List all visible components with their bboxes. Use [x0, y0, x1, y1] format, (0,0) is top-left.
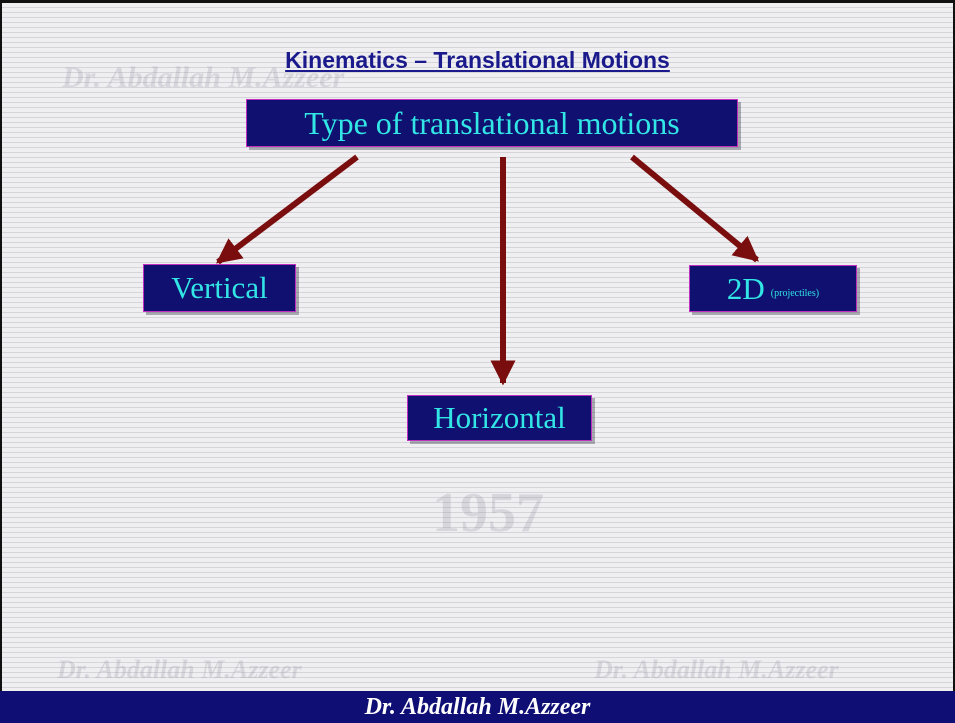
root-node-label: Type of translational motions: [304, 104, 680, 141]
horizontal-node-box: Horizontal: [407, 395, 592, 441]
watermark-text-bottom-left: Dr. Abdallah M.Azzeer: [57, 655, 302, 684]
footer-author: Dr. Abdallah M.Azzeer: [364, 694, 591, 720]
vertical-node-label: Vertical: [171, 270, 268, 305]
footer-bar: Dr. Abdallah M.Azzeer: [0, 691, 955, 723]
vertical-node-box: Vertical: [143, 264, 296, 312]
arrow-to-vertical: [215, 154, 359, 265]
diagram-arrows: [215, 154, 759, 386]
arrow-to-2d: [630, 154, 759, 263]
two-d-node-box: 2D (projectiles): [689, 265, 857, 312]
watermark-text-top: Dr. Abdallah M.Azzeer: [62, 61, 345, 94]
root-node-box: Type of translational motions: [246, 99, 738, 147]
two-d-node-label: 2D: [726, 270, 765, 306]
watermark-year: 1957: [432, 482, 544, 544]
two-d-node-sublabel: (projectiles): [770, 288, 820, 299]
watermark-text-bottom-right: Dr. Abdallah M.Azzeer: [594, 655, 839, 684]
slide-title: Kinematics – Translational Motions: [285, 47, 670, 73]
horizontal-node-label: Horizontal: [433, 400, 566, 435]
